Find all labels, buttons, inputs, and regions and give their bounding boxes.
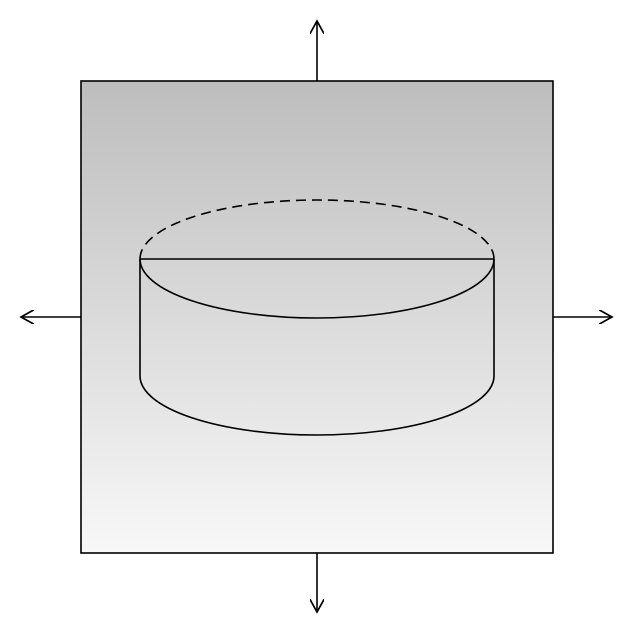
hidden-back-rim: [139, 199, 495, 260]
top-front-curve: [139, 258, 495, 319]
bottom-front-curve: [139, 375, 495, 436]
square-panel: [80, 80, 554, 554]
